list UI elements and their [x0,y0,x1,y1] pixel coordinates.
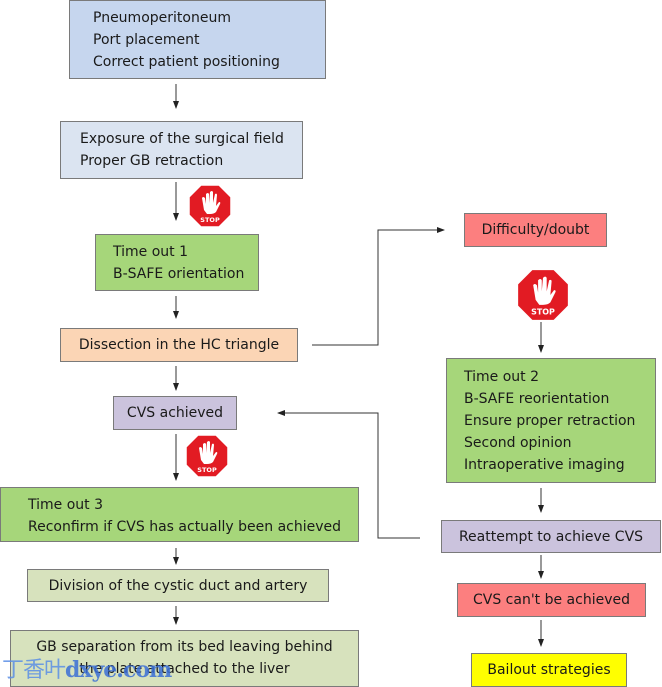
watermark: 丁香叶dxye.com [2,652,172,684]
svg-text:STOP: STOP [200,216,220,224]
node-text: Intraoperative imaging [464,457,625,473]
watermark-cn: 丁香叶 [2,658,66,683]
node-text: Dissection in the HC triangle [78,337,280,353]
node-text: Time out 2 [464,369,539,385]
stop-sign-icon: STOP [188,184,232,228]
node-setup: Pneumoperitoneum Port placement Correct … [69,0,326,79]
node-text: Pneumoperitoneum [93,10,231,26]
node-cvs-cant-be-achieved: CVS can't be achieved [457,583,646,617]
stop-sign-icon: STOP [185,434,229,478]
node-text: Time out 1 [113,244,188,260]
node-cvs-achieved: CVS achieved [113,396,237,430]
node-timeout2: Time out 2 B-SAFE reorientation Ensure p… [446,358,656,483]
node-text: CVS achieved [126,405,224,421]
node-text: Second opinion [464,435,572,451]
node-timeout1: Time out 1 B-SAFE orientation [95,234,259,291]
node-exposure: Exposure of the surgical field Proper GB… [60,121,303,179]
node-text: the plate attached to the liver [79,661,290,677]
node-text: Difficulty/doubt [481,222,590,238]
node-text: Time out 3 [28,497,103,513]
node-text: Ensure proper retraction [464,413,636,429]
node-timeout3: Time out 3 Reconfirm if CVS has actually… [0,487,359,542]
node-text: Division of the cystic duct and artery [48,578,308,594]
node-text: CVS can't be achieved [472,592,630,608]
node-dissection: Dissection in the HC triangle [60,328,298,362]
node-text: GB separation from its bed leaving behin… [36,639,333,655]
node-text: Proper GB retraction [80,153,224,169]
node-bailout: Bailout strategies [471,653,627,687]
node-text: Reattempt to achieve CVS [458,529,644,545]
node-text: B-SAFE reorientation [464,391,610,407]
node-difficulty: Difficulty/doubt [464,213,607,247]
node-text: Correct patient positioning [93,54,280,70]
watermark-latin: dxye.com [65,657,172,683]
node-text: Port placement [93,32,200,48]
node-separation: GB separation from its bed leaving behin… [10,630,359,687]
node-reattempt: Reattempt to achieve CVS [441,520,661,553]
svg-text:STOP: STOP [531,308,555,317]
node-text: Bailout strategies [487,662,611,678]
node-text: Reconfirm if CVS has actually been achie… [28,519,342,535]
node-division: Division of the cystic duct and artery [27,569,329,602]
arrow-dissection-difficulty [312,227,445,346]
node-text: B-SAFE orientation [113,266,245,282]
stop-sign-icon: STOP [516,268,570,322]
arrow-reattempt-cvs [277,410,420,539]
node-text: Exposure of the surgical field [80,131,284,147]
svg-text:STOP: STOP [197,466,217,474]
